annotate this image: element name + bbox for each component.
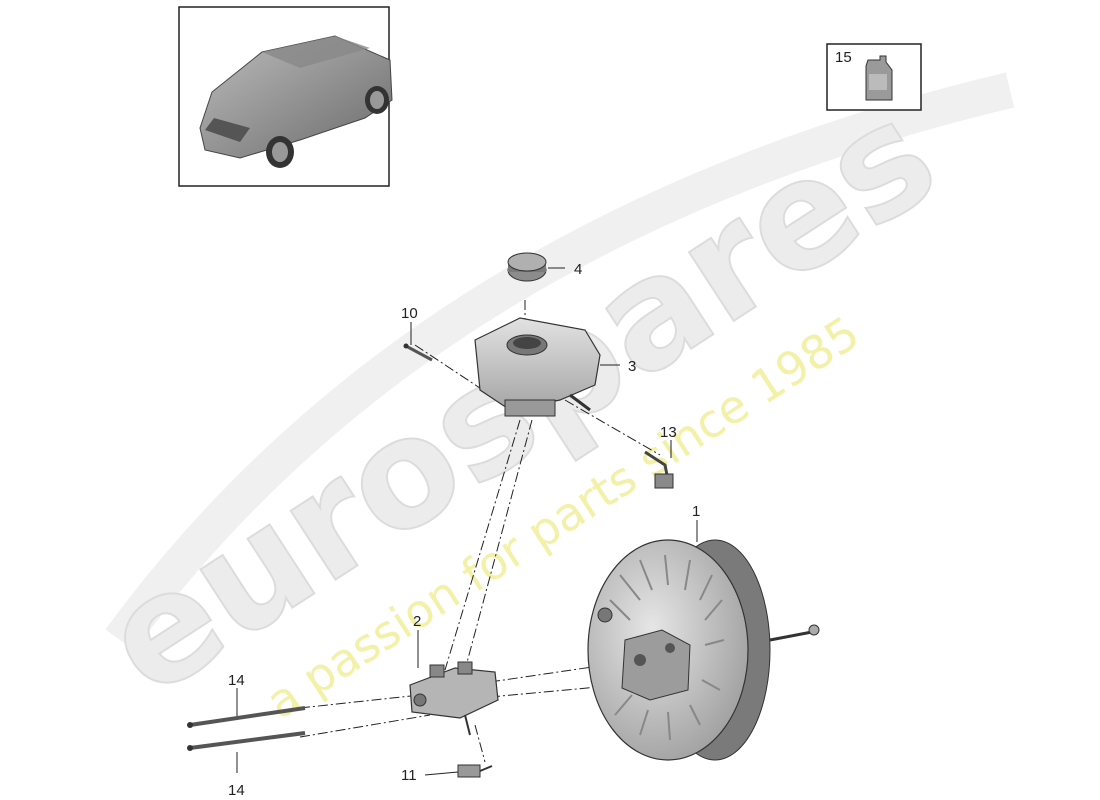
- callout-14-top: 14: [228, 672, 245, 689]
- callout-3: 3: [628, 358, 636, 375]
- callout-13: 13: [660, 424, 677, 441]
- reservoir-cap: [507, 252, 547, 282]
- vehicle-icon: [199, 35, 393, 168]
- level-sensor: [644, 450, 674, 489]
- item-15-inset: 15: [826, 43, 922, 111]
- vehicle-inset: [178, 6, 393, 187]
- callout-1: 1: [692, 503, 700, 520]
- leader-lines: [236, 267, 698, 776]
- mounting-studs: [187, 706, 306, 751]
- brake-booster: [587, 539, 820, 761]
- callout-numbers: 4 3 10 13 1 2 14 14 11: [228, 261, 700, 799]
- callout-4: 4: [574, 261, 582, 278]
- master-cylinder: [409, 661, 499, 736]
- callout-11: 11: [401, 767, 417, 784]
- callout-2: 2: [413, 613, 421, 630]
- fluid-reservoir: [474, 317, 601, 417]
- item-15-label: 15: [835, 49, 852, 66]
- fluid-bottle-icon: [865, 55, 893, 101]
- callout-10: 10: [401, 305, 418, 322]
- callout-14-bottom: 14: [228, 782, 245, 799]
- pressure-sensor: [457, 764, 493, 778]
- retaining-pin: [403, 343, 433, 362]
